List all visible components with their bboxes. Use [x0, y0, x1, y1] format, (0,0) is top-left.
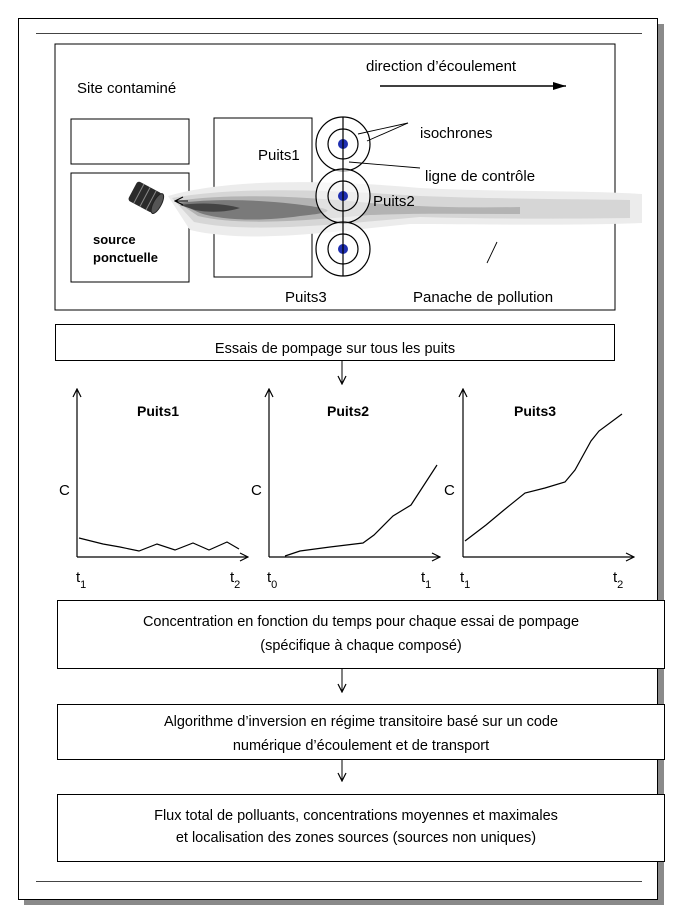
x-end-label: t1	[421, 569, 431, 591]
isochrones-leader	[366, 122, 409, 142]
x-end-label: t2	[230, 569, 240, 591]
algorithm-text-line1: Algorithme d’inversion en régime transit…	[163, 714, 559, 730]
chart-title: Puits2	[327, 403, 369, 419]
well-label-3: Puits3	[285, 289, 327, 306]
x-start-label: t1	[76, 569, 86, 591]
y-axis-label: C	[59, 482, 70, 499]
top-rule	[36, 33, 642, 34]
x-start-label: t0	[267, 569, 277, 591]
flow-direction-label: direction d’écoulement	[366, 58, 517, 75]
concentration-text-line2: (spécifique à chaque composé)	[260, 637, 462, 654]
flux-text-line2: et localisation des zones sources (sourc…	[175, 830, 537, 846]
y-axis-label: C	[251, 482, 262, 499]
flux-box: Flux total de polluants, concentrations …	[57, 794, 665, 862]
x-start-label: t1	[460, 569, 470, 591]
chart-title: Puits3	[514, 403, 556, 419]
source-label-line2: ponctuelle	[93, 250, 158, 265]
well-label-1: Puits1	[258, 147, 300, 164]
chart-puits3: Puits3 C t1 t2	[444, 389, 634, 591]
source-label-line1: source	[93, 232, 136, 247]
concentration-text-line1: Concentration en fonction du temps pour …	[142, 613, 580, 630]
building-2	[70, 172, 190, 283]
isochrones-label: isochrones	[420, 125, 493, 142]
figure-frame	[18, 18, 658, 900]
concentration-curve	[78, 537, 240, 552]
well-label-2: Puits2	[373, 193, 415, 210]
plume-leader	[486, 241, 498, 264]
concentration-box: Concentration en fonction du temps pour …	[57, 600, 665, 669]
pollution-plume	[168, 182, 642, 237]
y-axis-label: C	[444, 482, 455, 499]
flux-text-line1: Flux total de polluants, concentrations …	[154, 808, 558, 825]
plume-label: Panache de pollution	[413, 289, 553, 306]
algorithm-box: Algorithme d’inversion en régime transit…	[57, 704, 665, 760]
frame-shadow	[658, 24, 664, 902]
frame-shadow	[24, 900, 664, 905]
algorithm-text-line2: numérique d’écoulement et de transport	[232, 737, 490, 754]
concentration-curve	[464, 413, 623, 542]
bottom-rule	[36, 881, 642, 882]
chart-puits1: Puits1 C t1 t2	[59, 389, 248, 591]
control-line-leader	[348, 161, 421, 169]
chart-title: Puits1	[137, 403, 179, 419]
site-title: Site contaminé	[77, 80, 176, 97]
source-barrel-icon	[128, 181, 165, 214]
x-end-label: t2	[613, 569, 623, 591]
concentration-curve	[284, 464, 438, 557]
control-line-label: ligne de contrôle	[425, 168, 535, 185]
chart-puits2: Puits2 C t0 t1	[251, 389, 440, 591]
isochrones-leader	[357, 122, 409, 135]
pumping-tests-text: Essais de pompage sur tous les puits	[214, 340, 456, 357]
pumping-tests-box: Essais de pompage sur tous les puits	[55, 324, 615, 361]
building-1	[70, 118, 190, 165]
